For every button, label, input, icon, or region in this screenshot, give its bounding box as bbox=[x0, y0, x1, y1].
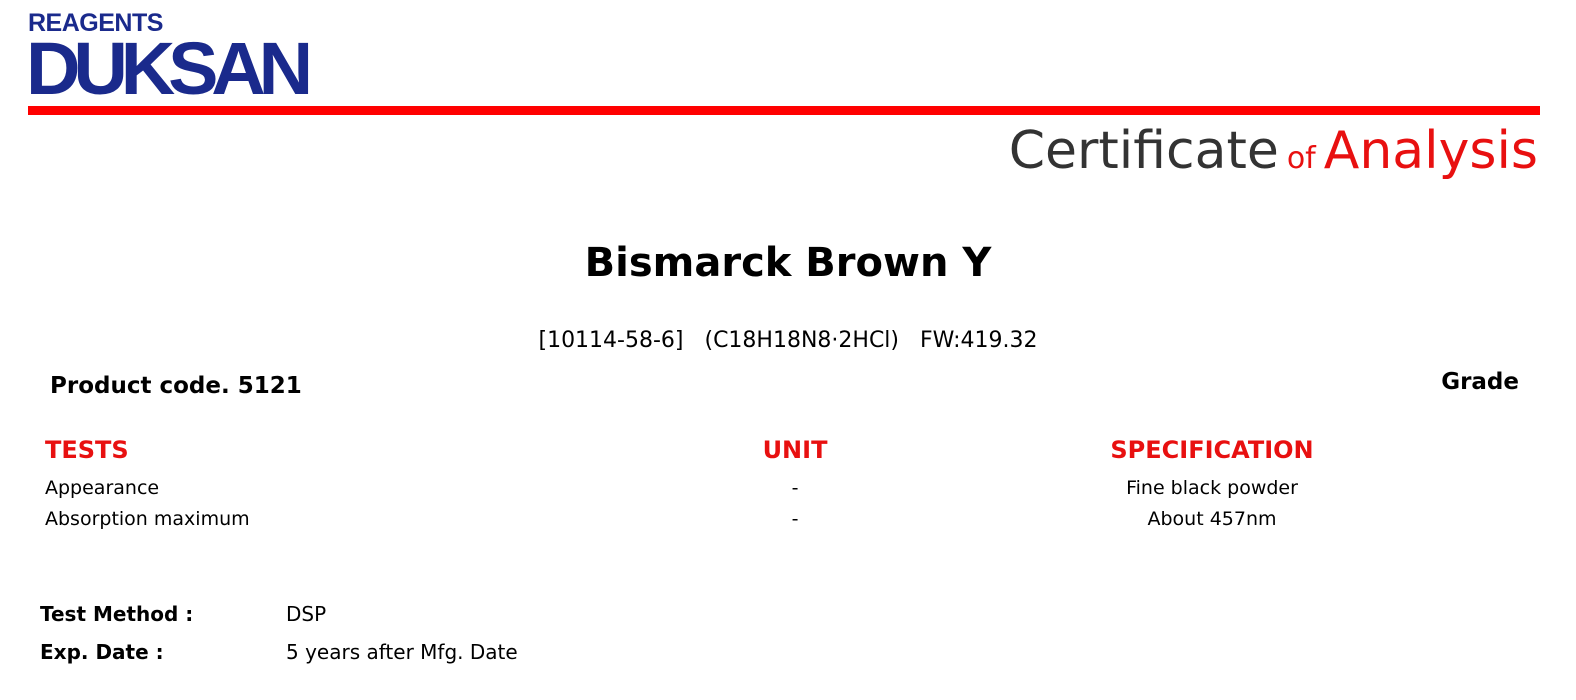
title-of: of bbox=[1286, 141, 1316, 176]
duksan-logo: REAGENTS DUKSAN bbox=[26, 9, 313, 106]
table-row: Appearance - Fine black powder bbox=[0, 473, 1576, 503]
title-certificate: Certificate bbox=[1008, 121, 1279, 181]
test-specification: Fine black powder bbox=[1126, 477, 1298, 499]
grade-label: Grade bbox=[1441, 369, 1519, 395]
product-name: Bismarck Brown Y bbox=[584, 240, 992, 286]
test-name: Appearance bbox=[45, 477, 160, 499]
test-method-value: DSP bbox=[286, 602, 327, 626]
test-unit: - bbox=[791, 508, 799, 530]
test-unit: - bbox=[791, 477, 799, 499]
logo-duksan-text: DUKSAN bbox=[26, 27, 313, 110]
test-specification: About 457nm bbox=[1147, 508, 1277, 530]
test-method-row: Test Method : DSP bbox=[0, 598, 1576, 630]
table-row: Absorption maximum - About 457nm bbox=[0, 504, 1576, 534]
title-analysis: Analysis bbox=[1323, 121, 1538, 181]
unit-column-header: UNIT bbox=[762, 436, 828, 464]
logo-reagents-text: REAGENTS bbox=[28, 9, 163, 37]
test-method-label: Test Method : bbox=[40, 602, 194, 626]
tests-column-header: TESTS bbox=[45, 436, 129, 464]
exp-date-value: 5 years after Mfg. Date bbox=[286, 640, 518, 664]
product-code: Product code. 5121 bbox=[50, 373, 302, 399]
product-formula-line: [10114-58-6] (C18H18N8·2HCl) FW:419.32 bbox=[538, 328, 1038, 353]
specification-column-header: SPECIFICATION bbox=[1110, 436, 1314, 464]
exp-date-label: Exp. Date : bbox=[40, 640, 164, 664]
header-red-divider bbox=[28, 106, 1540, 115]
exp-date-row: Exp. Date : 5 years after Mfg. Date bbox=[0, 636, 1576, 668]
test-name: Absorption maximum bbox=[45, 508, 250, 530]
